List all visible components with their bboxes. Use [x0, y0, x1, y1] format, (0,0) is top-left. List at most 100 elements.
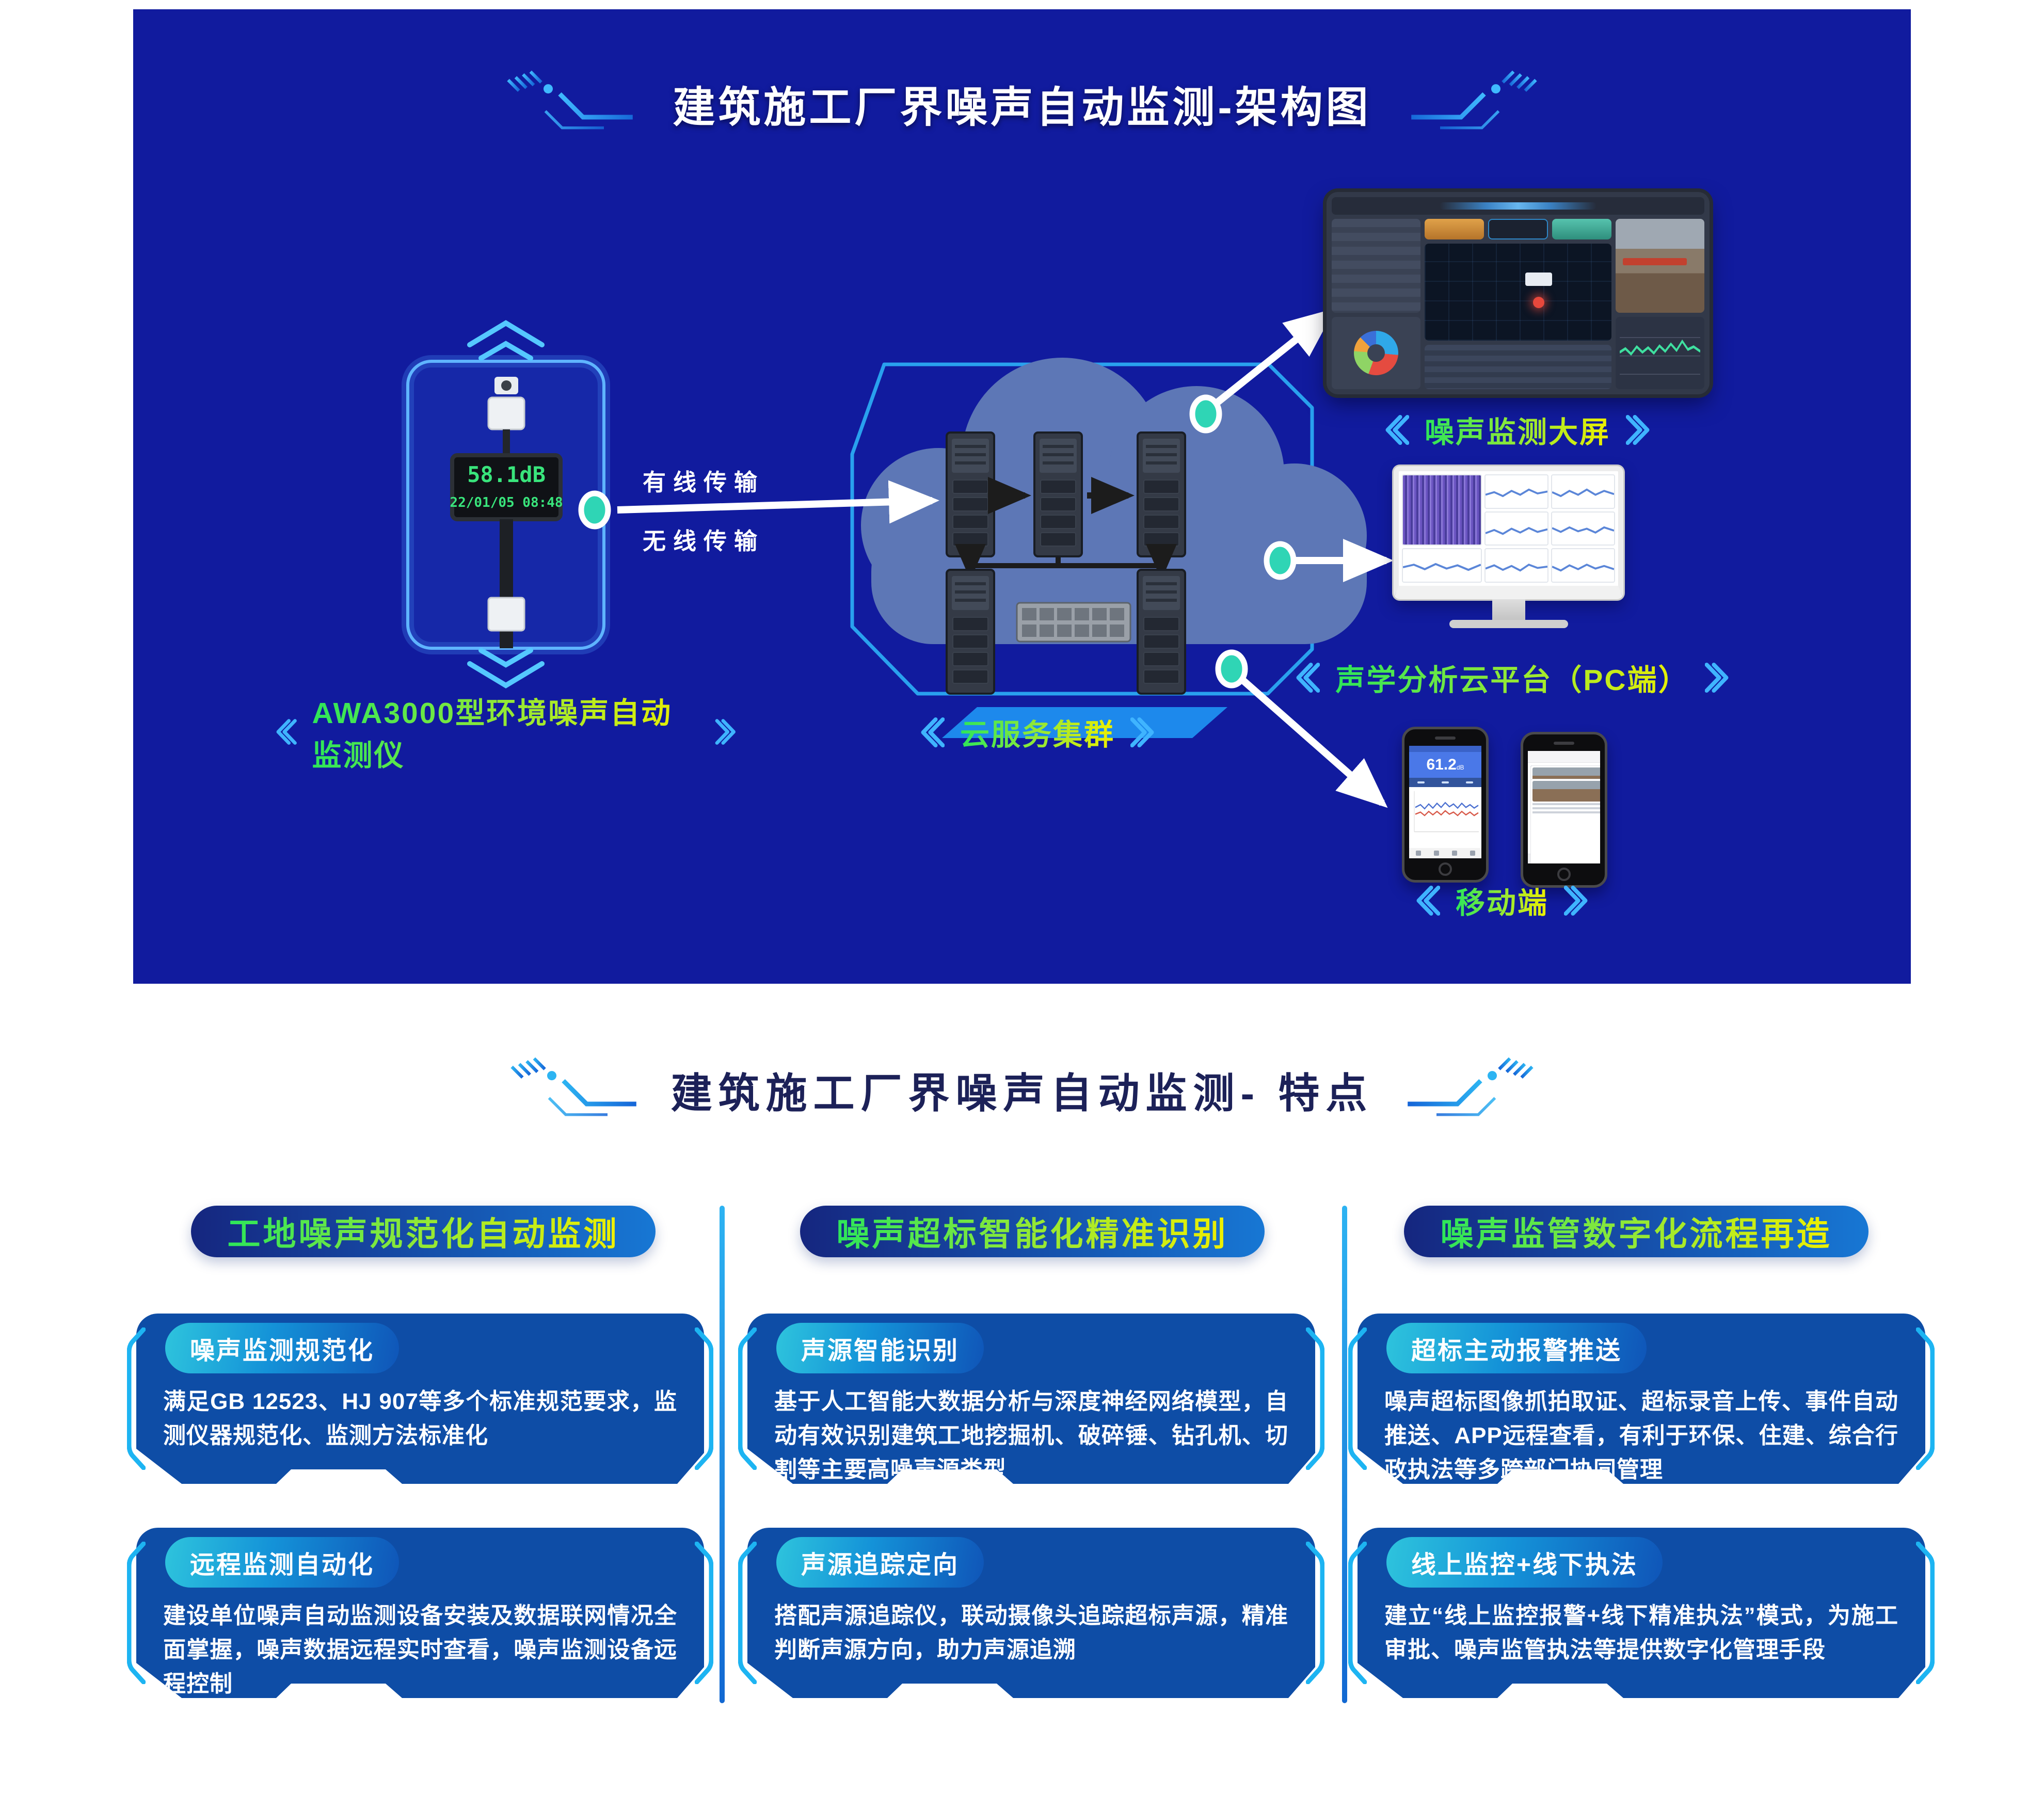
- circuit-decoration-icon: [507, 70, 633, 130]
- app-noise-reading: 61.2: [1426, 756, 1457, 773]
- big-screen-stats: [1425, 219, 1611, 239]
- mobile-label-row: 移动端: [1296, 879, 1708, 922]
- bracket-accent-icon: [1348, 1327, 1367, 1470]
- chevron-left-icon: [1296, 662, 1320, 693]
- pc-label: 声学分析云平台（PC端）: [1335, 657, 1689, 699]
- pc-mini-chart: [1551, 511, 1615, 546]
- chat-message: [1528, 776, 1600, 863]
- big-screen-label: 噪声监测大屏: [1425, 409, 1610, 451]
- pc-mini-chart: [1551, 548, 1615, 583]
- phone-chat-app: [1521, 732, 1607, 888]
- app-line-chart: [1409, 787, 1481, 848]
- chevron-left-icon: [1385, 414, 1409, 445]
- pc-monitor: [1394, 466, 1623, 628]
- column-header-1: 工地噪声规范化自动监测: [191, 1206, 656, 1257]
- card-tag: 噪声监测规范化: [165, 1323, 400, 1373]
- column-divider: [1342, 1206, 1347, 1703]
- card-tag: 声源智能识别: [776, 1323, 984, 1373]
- big-screen-monitor: [1327, 192, 1710, 394]
- feature-card: 远程监测自动化 建设单位噪声自动监测设备安装及数据联网情况全面掌握，噪声数据远程…: [127, 1528, 713, 1698]
- map-marker-icon: [1532, 297, 1544, 309]
- card-tag: 线上监控+线下执法: [1386, 1537, 1663, 1588]
- pie-chart: [1354, 330, 1398, 375]
- chat-header: [1528, 751, 1600, 763]
- bracket-accent-icon: [695, 1327, 713, 1470]
- monitor-base: [1449, 620, 1568, 628]
- wired-transmission-label: 有线传输: [643, 469, 765, 495]
- big-screen-ranking-panel: [1332, 219, 1420, 313]
- pc-mini-chart: [1484, 548, 1548, 583]
- feature-card: 声源追踪定向 搭配声源追踪仪，联动摄像头追踪超标声源，精准判断声源方向，助力声源…: [738, 1528, 1324, 1698]
- led-datetime: 22/01/05 08:48: [450, 495, 563, 510]
- bracket-accent-icon: [127, 1327, 146, 1470]
- phone-speaker: [1554, 742, 1574, 745]
- card-body: 搭配声源追踪仪，联动摄像头追踪超标声源，精准判断声源方向，助力声源追溯: [774, 1603, 1288, 1662]
- phone-app: 61.2dB: [1402, 727, 1489, 883]
- rack-server-icon: [1016, 602, 1131, 643]
- noise-monitor-device: 58.1dB 22/01/05 08:48: [450, 377, 563, 648]
- bracket-accent-icon: [738, 1327, 757, 1470]
- chevron-left-icon: [1416, 885, 1440, 916]
- big-screen-titlebar: [1332, 197, 1704, 215]
- card-body: 基于人工智能大数据分析与深度神经网络模型，自动有效识别建筑工地挖掘机、破碎锤、钻…: [774, 1389, 1288, 1482]
- server-cluster: [946, 431, 1186, 695]
- circuit-decoration-icon: [1408, 1057, 1534, 1116]
- device-label: AWA3000型环境噪声自动监测仪: [312, 690, 700, 774]
- big-screen-camera-feed: [1616, 219, 1704, 313]
- architecture-title: 建筑施工厂界噪声自动监测-架构图: [673, 84, 1371, 131]
- card-body: 建立“线上监控报警+线下精准执法”模式，为施工审批、噪声监管执法等提供数字化管理…: [1384, 1603, 1898, 1662]
- circuit-decoration-icon: [1411, 70, 1537, 130]
- node-dot: [1189, 394, 1222, 434]
- cloud-label: 云服务集群: [960, 711, 1115, 754]
- card-body: 噪声超标图像抓拍取证、超标录音上传、事件自动推送、APP远程查看，有利于环保、住…: [1384, 1389, 1898, 1482]
- column-header-3: 噪声监管数字化流程再造: [1404, 1206, 1869, 1257]
- bracket-accent-icon: [1916, 1327, 1935, 1470]
- bracket-accent-icon: [1306, 1542, 1324, 1684]
- bracket-accent-icon: [1348, 1542, 1367, 1684]
- node-dot: [1264, 541, 1297, 580]
- column-divider: [720, 1206, 725, 1703]
- big-screen-label-row: 噪声监测大屏: [1311, 409, 1724, 451]
- big-screen-line-chart: [1616, 316, 1704, 389]
- frame-bottom-bar: [942, 707, 1227, 738]
- led-reading: 58.1dB: [467, 462, 546, 487]
- card-tag: 远程监测自动化: [165, 1537, 400, 1588]
- chat-message: [1528, 763, 1600, 863]
- card-body: 建设单位噪声自动监测设备安装及数据联网情况全面掌握，噪声数据远程实时查看，噪声监…: [163, 1603, 677, 1696]
- big-screen-pie-panel: [1332, 316, 1420, 389]
- pc-mini-chart: [1402, 548, 1482, 583]
- big-screen-map: [1425, 244, 1611, 341]
- home-button: [1557, 868, 1571, 881]
- chevron-down-icon: [467, 648, 545, 689]
- circuit-decoration-icon: [510, 1057, 636, 1116]
- chevron-left-icon: [276, 719, 297, 745]
- feature-card: 线上监控+线下执法 建立“线上监控报警+线下精准执法”模式，为施工审批、噪声监管…: [1348, 1528, 1935, 1698]
- alert-photo: [1532, 781, 1600, 802]
- card-tag: 声源追踪定向: [776, 1537, 984, 1588]
- app-tabbar: [1409, 848, 1481, 858]
- chevron-right-icon: [715, 719, 736, 745]
- app-toolbar: [1409, 778, 1481, 787]
- bracket-accent-icon: [738, 1542, 757, 1684]
- card-body: 满足GB 12523、HJ 907等多个标准规范要求，监测仪器规范化、监测方法标…: [163, 1389, 677, 1448]
- wireless-transmission-label: 无线传输: [643, 528, 765, 554]
- column-header-2: 噪声超标智能化精准识别: [800, 1206, 1265, 1257]
- big-screen-table: [1425, 345, 1611, 389]
- bracket-accent-icon: [127, 1542, 146, 1684]
- chevron-right-icon: [1564, 885, 1588, 916]
- feature-card: 超标主动报警推送 噪声超标图像抓拍取证、超标录音上传、事件自动推送、APP远程查…: [1348, 1314, 1935, 1484]
- phone-speaker: [1435, 737, 1456, 740]
- bracket-accent-icon: [1916, 1542, 1935, 1684]
- pc-mini-chart: [1484, 511, 1548, 546]
- pc-mini-chart: [1484, 474, 1548, 509]
- feature-card: 噪声监测规范化 满足GB 12523、HJ 907等多个标准规范要求，监测仪器规…: [127, 1314, 713, 1484]
- device-label-row: AWA3000型环境噪声自动监测仪: [274, 690, 738, 774]
- pc-spectrogram: [1402, 474, 1482, 546]
- bracket-accent-icon: [1306, 1327, 1324, 1470]
- home-button: [1439, 862, 1452, 876]
- app-noise-unit: dB: [1456, 764, 1464, 771]
- chevron-right-icon: [1704, 662, 1729, 693]
- cloud-label-row: 云服务集群: [831, 711, 1244, 754]
- mobile-label: 移动端: [1456, 879, 1548, 922]
